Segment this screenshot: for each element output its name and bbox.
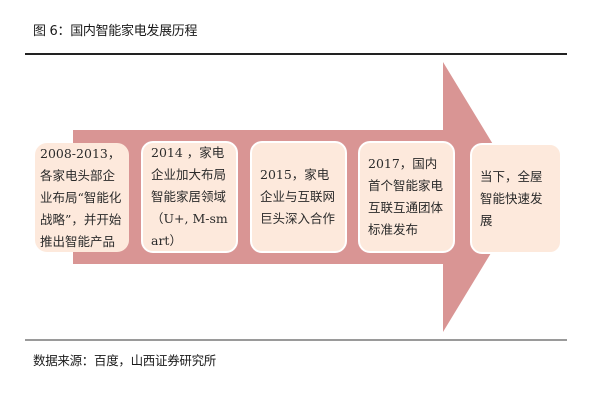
bottom-rule xyxy=(25,339,567,341)
top-rule xyxy=(25,53,567,55)
timeline-step-present: 当下，全屋智能快速发展 xyxy=(470,143,562,254)
timeline-step-2014: 2014 ，家电企业加大布局智能家居领域（U+, M-smart） xyxy=(141,141,238,253)
timeline-step-2015: 2015，家电企业与互联网巨头深入合作 xyxy=(250,141,347,253)
figure-title: 图 6：国内智能家电发展历程 xyxy=(33,24,198,39)
timeline-step-2008-2013: 2008-2013，各家电头部企业布局“智能化战略”，并开始推出智能产品 xyxy=(35,143,129,252)
step-text: 2017，国内首个智能家电互联互通团体标准发布 xyxy=(368,156,444,237)
step-text: 2015，家电企业与互联网巨头深入合作 xyxy=(260,167,336,226)
step-text: 2014 ，家电企业加大布局智能家居领域（U+, M-smart） xyxy=(151,145,228,248)
step-text: 当下，全屋智能快速发展 xyxy=(480,168,543,228)
data-source-note: 数据来源：百度，山西证券研究所 xyxy=(33,353,217,368)
timeline-step-2017: 2017，国内首个智能家电互联互通团体标准发布 xyxy=(358,141,455,253)
step-text: 2008-2013，各家电头部企业布局“智能化战略”，并开始推出智能产品 xyxy=(40,145,122,249)
